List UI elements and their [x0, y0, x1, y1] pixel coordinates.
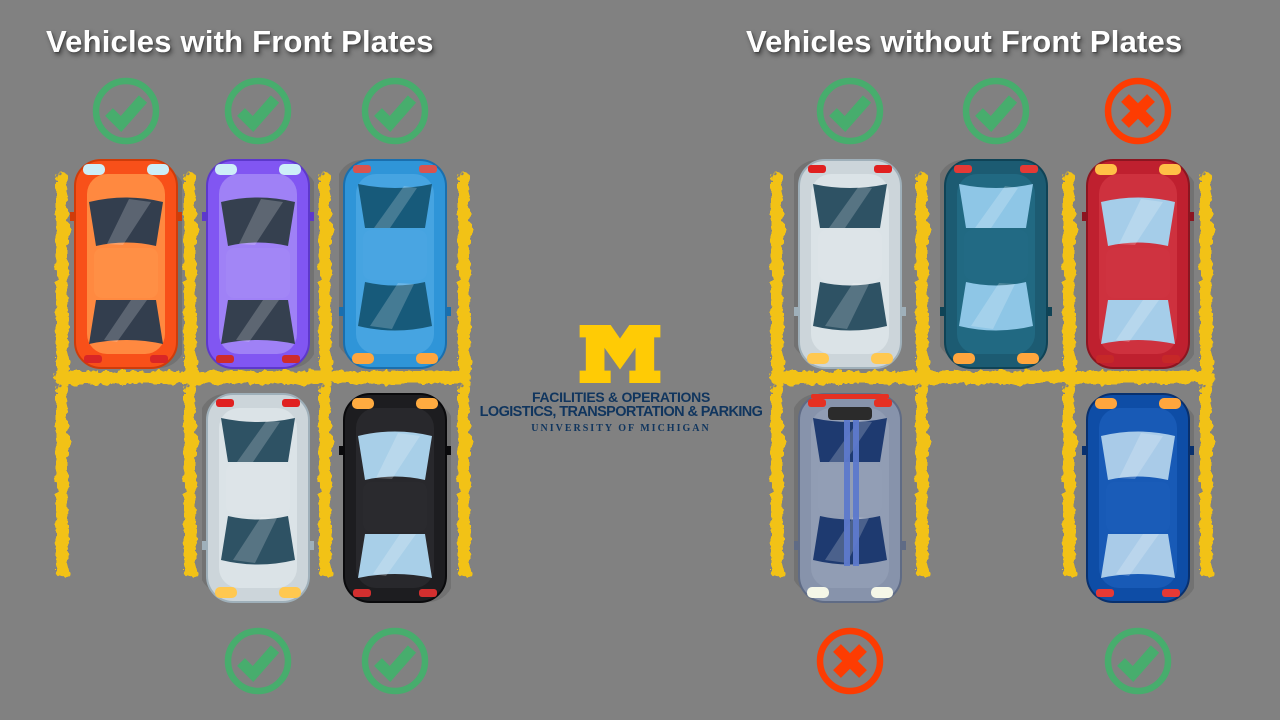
logo-text-university-of-michigan: UNIVERSITY OF MICHIGAN: [531, 423, 711, 434]
car-black-sedan: [338, 392, 451, 604]
parking-line-vertical: [56, 384, 68, 578]
check-badge: [813, 74, 887, 148]
check-badge: [221, 74, 295, 148]
check-badge: [358, 74, 432, 148]
parking-line-vertical: [916, 384, 928, 578]
logo-text-facilities-operations: FACILITIES & OPERATIONS: [532, 389, 710, 405]
parking-line-vertical: [1063, 172, 1075, 384]
parking-line-vertical: [184, 172, 196, 384]
car-navy-suv: [1081, 392, 1194, 604]
block-m-icon: [579, 325, 661, 383]
car-purple-sedan: [201, 158, 314, 370]
parking-line-vertical: [319, 172, 331, 384]
check-badge: [959, 74, 1033, 148]
parking-line-vertical: [771, 172, 783, 384]
parking-line-vertical: [1200, 384, 1212, 578]
parking-line-vertical: [916, 172, 928, 384]
car-silver-sedan: [793, 158, 906, 370]
car-teal-sedan: [939, 158, 1052, 370]
block-m-shape: [579, 325, 661, 383]
cross-badge: [1101, 74, 1175, 148]
parking-line-vertical: [1063, 384, 1075, 578]
parking-line-vertical: [1200, 172, 1212, 384]
check-badge: [221, 624, 295, 698]
cross-badge: [813, 624, 887, 698]
check-badge: [89, 74, 163, 148]
check-badge: [1101, 624, 1175, 698]
parking-line-vertical: [184, 384, 196, 578]
left-section-title: Vehicles with Front Plates: [46, 24, 434, 59]
parking-line-vertical: [458, 384, 470, 578]
right-section-title: Vehicles without Front Plates: [746, 24, 1183, 59]
car-gray-muscle: [793, 392, 906, 604]
car-blue-suv: [338, 158, 451, 370]
logo-text-logistics-transportation-parking: LOGISTICS, TRANSPORTATION & PARKING: [479, 404, 763, 420]
parking-line-vertical: [319, 384, 331, 578]
parking-line-horizontal: [54, 371, 470, 384]
car-red-sedan: [1081, 158, 1194, 370]
car-silver-sedan: [201, 392, 314, 604]
check-badge: [358, 624, 432, 698]
parking-line-horizontal: [770, 371, 1215, 384]
car-orange-hatch: [70, 158, 182, 370]
parking-line-vertical: [771, 384, 783, 578]
parking-line-vertical: [56, 172, 68, 384]
parking-line-vertical: [458, 172, 470, 384]
